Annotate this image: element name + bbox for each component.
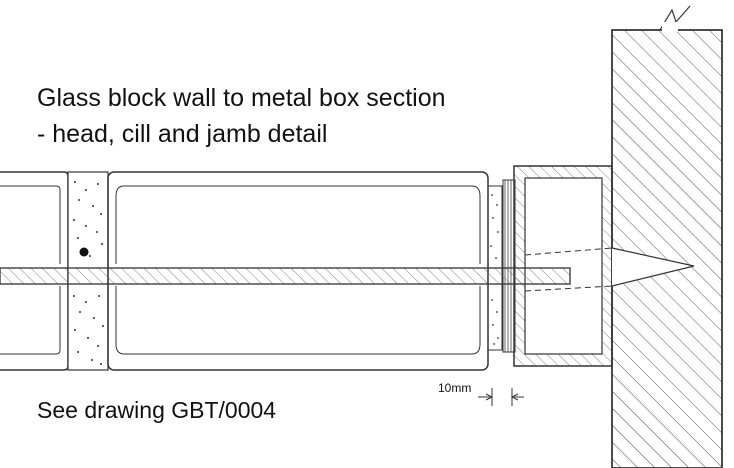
expansion-strip: [502, 179, 516, 353]
title-line-1: Glass block wall to metal box section: [37, 84, 446, 112]
title-line-2: - head, cill and jamb detail: [37, 120, 327, 148]
structural-wall: [611, 5, 723, 468]
metal-box-section: [513, 165, 613, 367]
wall-fixing: [524, 247, 695, 292]
dimension-label: 10mm: [438, 381, 471, 395]
anchor-bar: [0, 267, 571, 285]
drawing-reference: See drawing GBT/0004: [37, 397, 276, 423]
dimension-10mm: [478, 388, 524, 406]
